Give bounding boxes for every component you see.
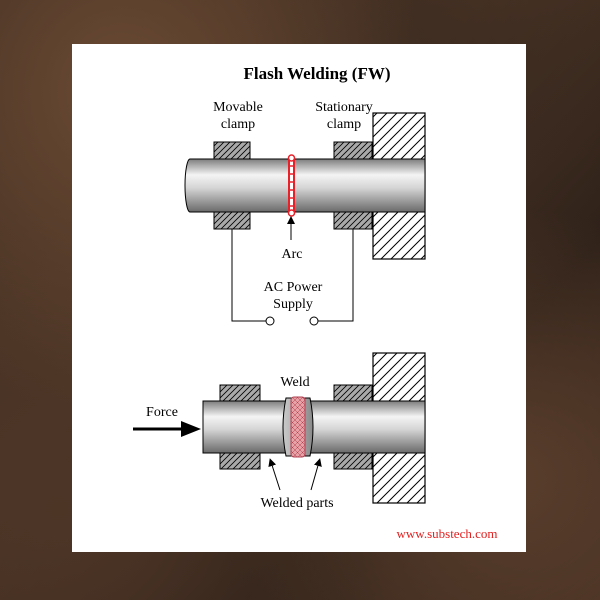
- weld-zone: [290, 396, 306, 458]
- arc-sparks: [287, 154, 296, 217]
- movable-clamp-upper: [213, 141, 251, 160]
- force-label: Force: [146, 405, 178, 420]
- stationary-rod: [293, 158, 426, 213]
- movable-clamp-lower: [213, 211, 251, 230]
- weld-label: Weld: [280, 375, 309, 390]
- arc-label: Arc: [282, 247, 303, 262]
- diagram-title: Flash Welding (FW): [243, 64, 390, 83]
- welded-parts-label: Welded parts: [260, 496, 333, 511]
- stationary-clamp-upper: [333, 141, 373, 160]
- movable-clamp-upper-welded: [219, 384, 261, 402]
- stationary-clamp-lower: [333, 211, 373, 230]
- movable-clamp-lower-welded: [219, 452, 261, 470]
- movable-rod: [184, 158, 290, 213]
- movable-clamp-label-2: clamp: [221, 117, 255, 132]
- force-arrow: [133, 421, 201, 437]
- diagram-panel: [72, 44, 526, 552]
- welded-rod-left: [202, 400, 290, 454]
- website-link[interactable]: www.substech.com: [397, 526, 498, 541]
- stationary-clamp-label-2: clamp: [327, 117, 361, 132]
- stationary-clamp-label-1: Stationary: [315, 100, 373, 115]
- stationary-clamp-lower-welded: [333, 452, 373, 470]
- power-circuit: [231, 229, 354, 326]
- stationary-clamp-upper-welded: [333, 384, 373, 402]
- welded-parts-pointers: [268, 458, 322, 491]
- movable-clamp-label-1: Movable: [213, 100, 263, 115]
- power-supply-label-1: AC Power: [264, 280, 323, 295]
- power-supply-label-2: Supply: [273, 297, 313, 312]
- welded-rod-right: [306, 400, 426, 454]
